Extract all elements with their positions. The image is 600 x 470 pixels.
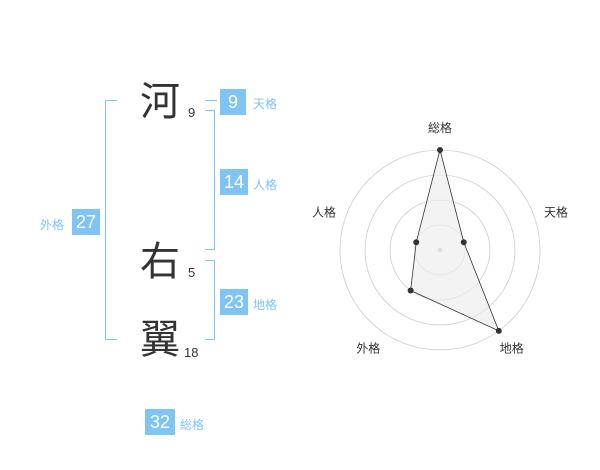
radar-axis-label-1: 総格 (428, 120, 452, 135)
soukaku-label: 総格 (180, 418, 205, 432)
radar-axis-label-5: 人格 (312, 204, 336, 219)
radar-area (410, 149, 500, 332)
radar-axis-label-4: 外格 (356, 341, 380, 356)
radar-axis-label-3: 地格 (500, 341, 524, 356)
stroke-count-2: 5 (188, 265, 196, 280)
chikaku-value-box: 23 (220, 289, 248, 315)
chikaku-bracket (205, 260, 215, 340)
gaikaku-label: 外格 (40, 218, 65, 232)
name-char-3: 翼 (140, 317, 180, 363)
soukaku-value-box: 32 (145, 409, 175, 435)
radar-point-2 (460, 239, 467, 246)
chikaku-label: 地格 (253, 298, 278, 312)
jinkaku-value-box: 14 (220, 169, 248, 195)
tenkaku-label: 天格 (253, 97, 278, 111)
gaikaku-value-box: 27 (72, 209, 100, 235)
jinkaku-bracket (205, 110, 215, 250)
radar-point-4 (407, 287, 414, 294)
name-char-1: 河 (140, 79, 180, 125)
name-char-2: 右 (140, 239, 180, 285)
stroke-count-1: 9 (188, 105, 196, 120)
radar-point-1 (437, 147, 443, 153)
tenkaku-connector (205, 100, 217, 101)
radar-axis-label-2: 天格 (544, 204, 568, 219)
gaikaku-bracket (105, 100, 117, 340)
jinkaku-label: 人格 (253, 178, 278, 192)
stroke-count-3: 18 (184, 345, 199, 360)
radar-point-3 (495, 327, 502, 334)
radar-point-5 (413, 239, 420, 246)
tenkaku-value-box: 9 (220, 89, 246, 115)
